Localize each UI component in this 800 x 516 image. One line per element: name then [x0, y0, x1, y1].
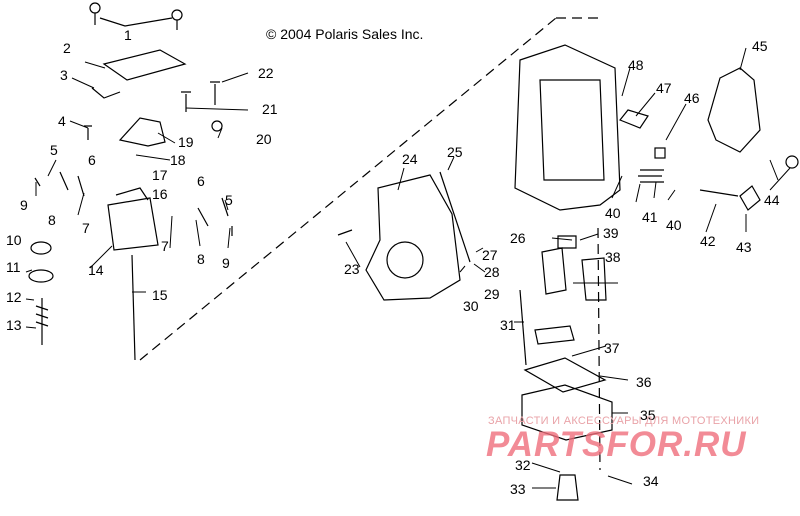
callout-11: 11: [6, 259, 21, 275]
callout-13: 13: [6, 317, 22, 333]
watermark-logo: PARTSFOR.RU: [486, 425, 747, 464]
nut-part: [211, 120, 223, 132]
plug-part: [654, 147, 666, 159]
callout-40: 40: [605, 205, 621, 221]
callout-6: 6: [88, 152, 96, 168]
screw-part: [181, 81, 220, 112]
callout-25: 25: [447, 144, 463, 160]
spring-part: [638, 169, 664, 183]
clip-part: [34, 171, 85, 197]
intake-plate: [365, 174, 461, 301]
callout-21: 21: [262, 101, 278, 117]
screw-part: [89, 2, 183, 30]
callout-38: 38: [605, 249, 621, 265]
carburetor-body: [539, 79, 605, 181]
callout-46: 46: [684, 90, 700, 106]
callout-33: 33: [510, 481, 526, 497]
callout-41: 41: [642, 209, 658, 225]
float-part: [541, 247, 607, 301]
callout-29: 29: [484, 286, 500, 302]
callout-26: 26: [510, 230, 526, 246]
callout-20: 20: [256, 131, 272, 147]
float-bowl-cap: [118, 117, 166, 147]
callout-10: 10: [6, 232, 22, 248]
callout-3: 3: [60, 67, 68, 83]
link-rod: [439, 171, 471, 263]
dashed-guide-line: [597, 227, 601, 471]
clip-part: [197, 197, 233, 236]
callout-32: 32: [515, 457, 531, 473]
float-arm: [534, 325, 575, 345]
callout-5: 5: [225, 192, 233, 208]
callout-34: 34: [643, 473, 659, 489]
screw-part: [84, 125, 92, 140]
float-bowl: [521, 384, 613, 441]
callout-28: 28: [484, 264, 500, 280]
callout-4: 4: [58, 113, 66, 129]
callout-37: 37: [604, 340, 620, 356]
callout-35: 35: [640, 407, 656, 423]
knob-part: [739, 185, 761, 211]
callout-2: 2: [63, 40, 71, 56]
throttle-slide: [115, 187, 149, 201]
drain-plug: [556, 474, 579, 501]
callout-15: 15: [152, 287, 168, 303]
callout-27: 27: [482, 247, 498, 263]
callout-14: 14: [88, 262, 104, 278]
callout-8: 8: [197, 251, 205, 267]
throttle-slide: [107, 197, 159, 251]
callout-45: 45: [752, 38, 768, 54]
callout-39: 39: [603, 225, 619, 241]
callout-1: 1: [124, 27, 132, 43]
callout-19: 19: [178, 134, 194, 150]
fitting-part: [619, 109, 649, 129]
callout-23: 23: [344, 261, 360, 277]
callout-24: 24: [402, 151, 418, 167]
callout-30: 30: [463, 298, 479, 314]
screw-part: [785, 155, 799, 169]
callout-5: 5: [50, 142, 58, 158]
callout-18: 18: [170, 152, 186, 168]
callout-36: 36: [636, 374, 652, 390]
intake-plate-hole: [386, 241, 424, 279]
spring-part: [35, 298, 49, 345]
washer-part: [28, 269, 54, 283]
bowl-gasket: [523, 357, 607, 393]
dashed-guide-line: [139, 17, 557, 361]
jet-needle: [131, 254, 136, 361]
callout-16: 16: [152, 186, 168, 202]
callout-7: 7: [82, 220, 90, 236]
pilot-screw: [699, 189, 739, 197]
throttle-cover: [707, 67, 761, 153]
callout-9: 9: [20, 197, 28, 213]
cover-plate: [102, 49, 187, 81]
callout-44: 44: [764, 192, 780, 208]
washer-part: [30, 241, 52, 255]
callout-22: 22: [258, 65, 274, 81]
carburetor-body: [514, 44, 621, 211]
callout-9: 9: [222, 255, 230, 271]
callout-8: 8: [48, 212, 56, 228]
callout-6: 6: [197, 173, 205, 189]
copyright-text: © 2004 Polaris Sales Inc.: [266, 26, 424, 42]
screw-part: [337, 229, 353, 236]
callout-48: 48: [628, 57, 644, 73]
callout-7: 7: [161, 238, 169, 254]
callout-17: 17: [152, 167, 168, 183]
watermark-tagline: ЗАПЧАСТИ И АКСЕССУАРЫ ДЛЯ МОТОТЕХНИКИ: [488, 415, 760, 427]
callout-43: 43: [736, 239, 752, 255]
gasket-part: [91, 87, 121, 99]
callout-31: 31: [500, 317, 516, 333]
callout-47: 47: [656, 80, 672, 96]
fitting-part: [557, 235, 577, 249]
callout-42: 42: [700, 233, 716, 249]
callout-12: 12: [6, 289, 22, 305]
bracket-line: [519, 289, 527, 366]
callout-40: 40: [666, 217, 682, 233]
